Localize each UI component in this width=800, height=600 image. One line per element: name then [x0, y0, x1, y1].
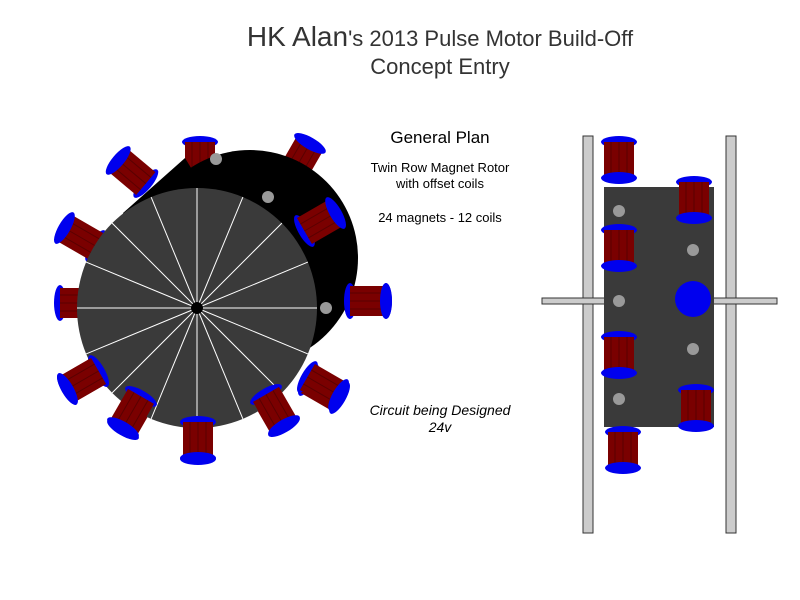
plan-desc-line2: with offset coils	[396, 176, 484, 191]
title-line2: Concept Entry	[370, 54, 510, 79]
title-name: HK Alan	[246, 21, 349, 52]
rotor-side-view	[541, 135, 778, 534]
coil	[604, 425, 642, 475]
rotor-spoke	[150, 196, 198, 309]
rotor-spoke	[196, 222, 283, 309]
shaft-center	[675, 281, 711, 317]
rotor-spokes	[77, 188, 317, 428]
coil	[600, 135, 638, 185]
rotor-spoke	[111, 307, 198, 394]
right-frame-plate	[725, 135, 737, 534]
back-magnet	[210, 153, 222, 165]
circuit-line2: 24v	[428, 419, 452, 435]
rotor-spoke	[196, 307, 309, 355]
rotor-spoke	[196, 307, 283, 394]
magnet	[613, 205, 625, 217]
plan-desc-line1: Twin Row Magnet Rotor	[370, 160, 510, 175]
circuit-line1: Circuit being Designed	[369, 402, 511, 418]
rotor-spoke	[196, 196, 244, 309]
coil	[179, 415, 217, 465]
rotor-spoke	[150, 307, 198, 420]
rotor-spoke	[111, 222, 198, 309]
plan-heading: General Plan	[390, 128, 490, 147]
magnet	[687, 343, 699, 355]
coil	[343, 282, 393, 320]
circuit-note: Circuit being Designed 24v	[360, 402, 520, 436]
general-plan-notes: General Plan Twin Row Magnet Rotor with …	[360, 128, 520, 225]
left-frame-plate	[582, 135, 594, 534]
title-line1: 's 2013 Pulse Motor Build-Off	[348, 26, 634, 51]
coil	[600, 223, 638, 273]
rotor-spoke	[85, 261, 198, 309]
plan-specs: 24 magnets - 12 coils	[378, 210, 502, 225]
coil	[600, 330, 638, 380]
magnet	[687, 244, 699, 256]
rotor-end-view	[49, 128, 393, 466]
rotor-shaft-hub	[191, 302, 203, 314]
back-magnet	[262, 191, 274, 203]
rotor-spoke	[196, 307, 244, 420]
diagram-title: HK Alan's 2013 Pulse Motor Build-Off Con…	[190, 22, 690, 80]
back-magnet	[320, 302, 332, 314]
rotor-spoke	[85, 307, 198, 355]
rotor-spoke	[196, 261, 309, 309]
coil	[675, 175, 713, 225]
magnet	[613, 393, 625, 405]
magnet	[613, 295, 625, 307]
coil	[677, 383, 715, 433]
